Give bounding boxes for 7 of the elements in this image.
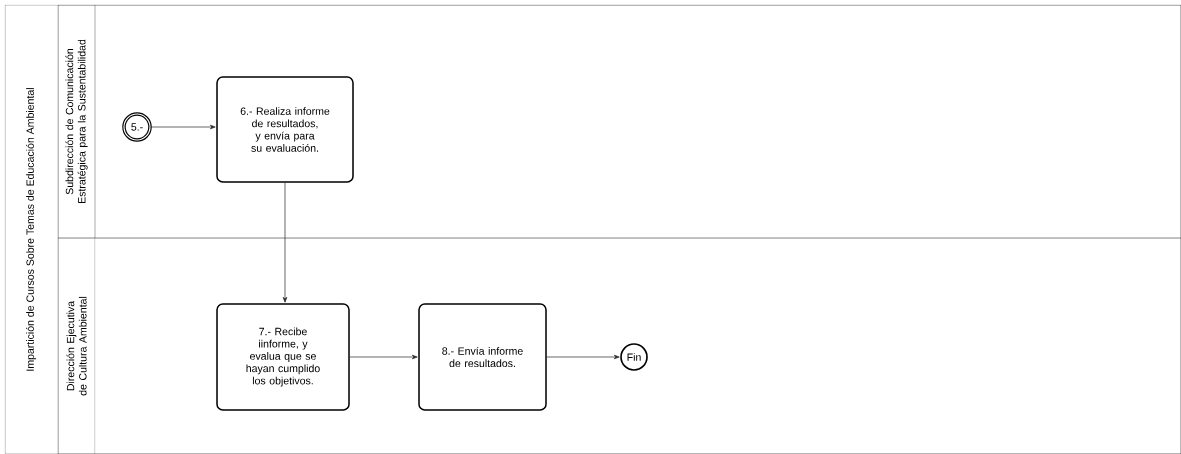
task-box: 7.- Recibe iinforme, y evalua que se hayan cumplido los objetivos. — [216, 303, 350, 411]
arrow — [546, 354, 620, 360]
arrow — [150, 124, 216, 130]
arrow — [282, 182, 288, 303]
task-box: 8.- Envía informe de resultados. — [418, 303, 547, 411]
arrow — [349, 354, 418, 360]
task-box: 6.- Realiza informe de resultados, y envía para su evaluación. — [216, 76, 354, 183]
